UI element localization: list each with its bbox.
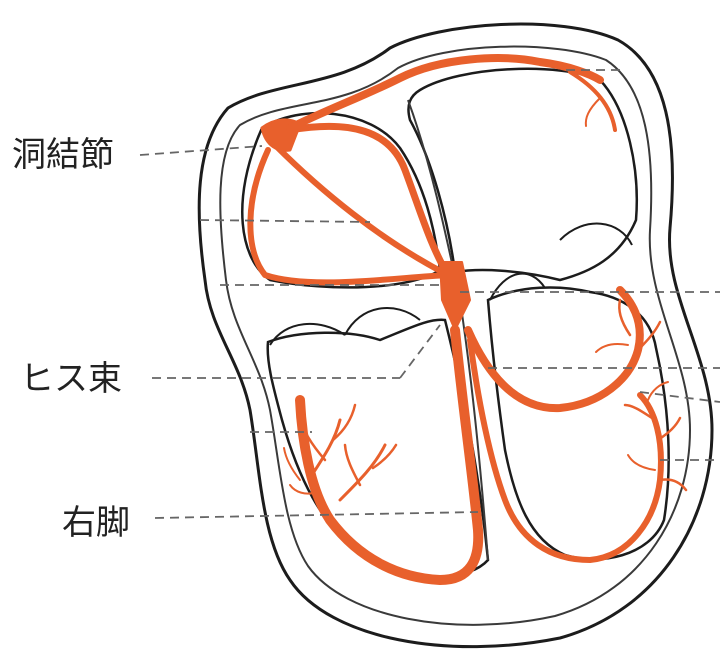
left-atrial-branch [570,72,615,130]
purkinje-fiber [345,445,360,485]
label-right-bundle-branch: 右脚 [62,506,130,540]
purkinje-fiber [310,420,340,478]
valve-arc [345,308,420,335]
label-sa-node: 洞結節 [12,138,114,172]
purkinje-fiber [628,455,655,470]
valve-arc [560,224,632,245]
label-his-bundle: ヒス束 [20,362,122,396]
purkinje-fiber [596,344,628,352]
leader-line-right-bundle [155,512,478,518]
leader-line-sa-node [140,146,262,155]
leader-line-unlabeled [200,220,370,222]
left-bundle-posterior-fascicle [470,340,661,560]
purkinje-fiber [586,98,600,126]
leader-lines [140,70,720,518]
interatrial-tract [290,58,600,128]
leader-line-his-bundle-connector [400,325,440,378]
conduction-system [250,58,686,580]
